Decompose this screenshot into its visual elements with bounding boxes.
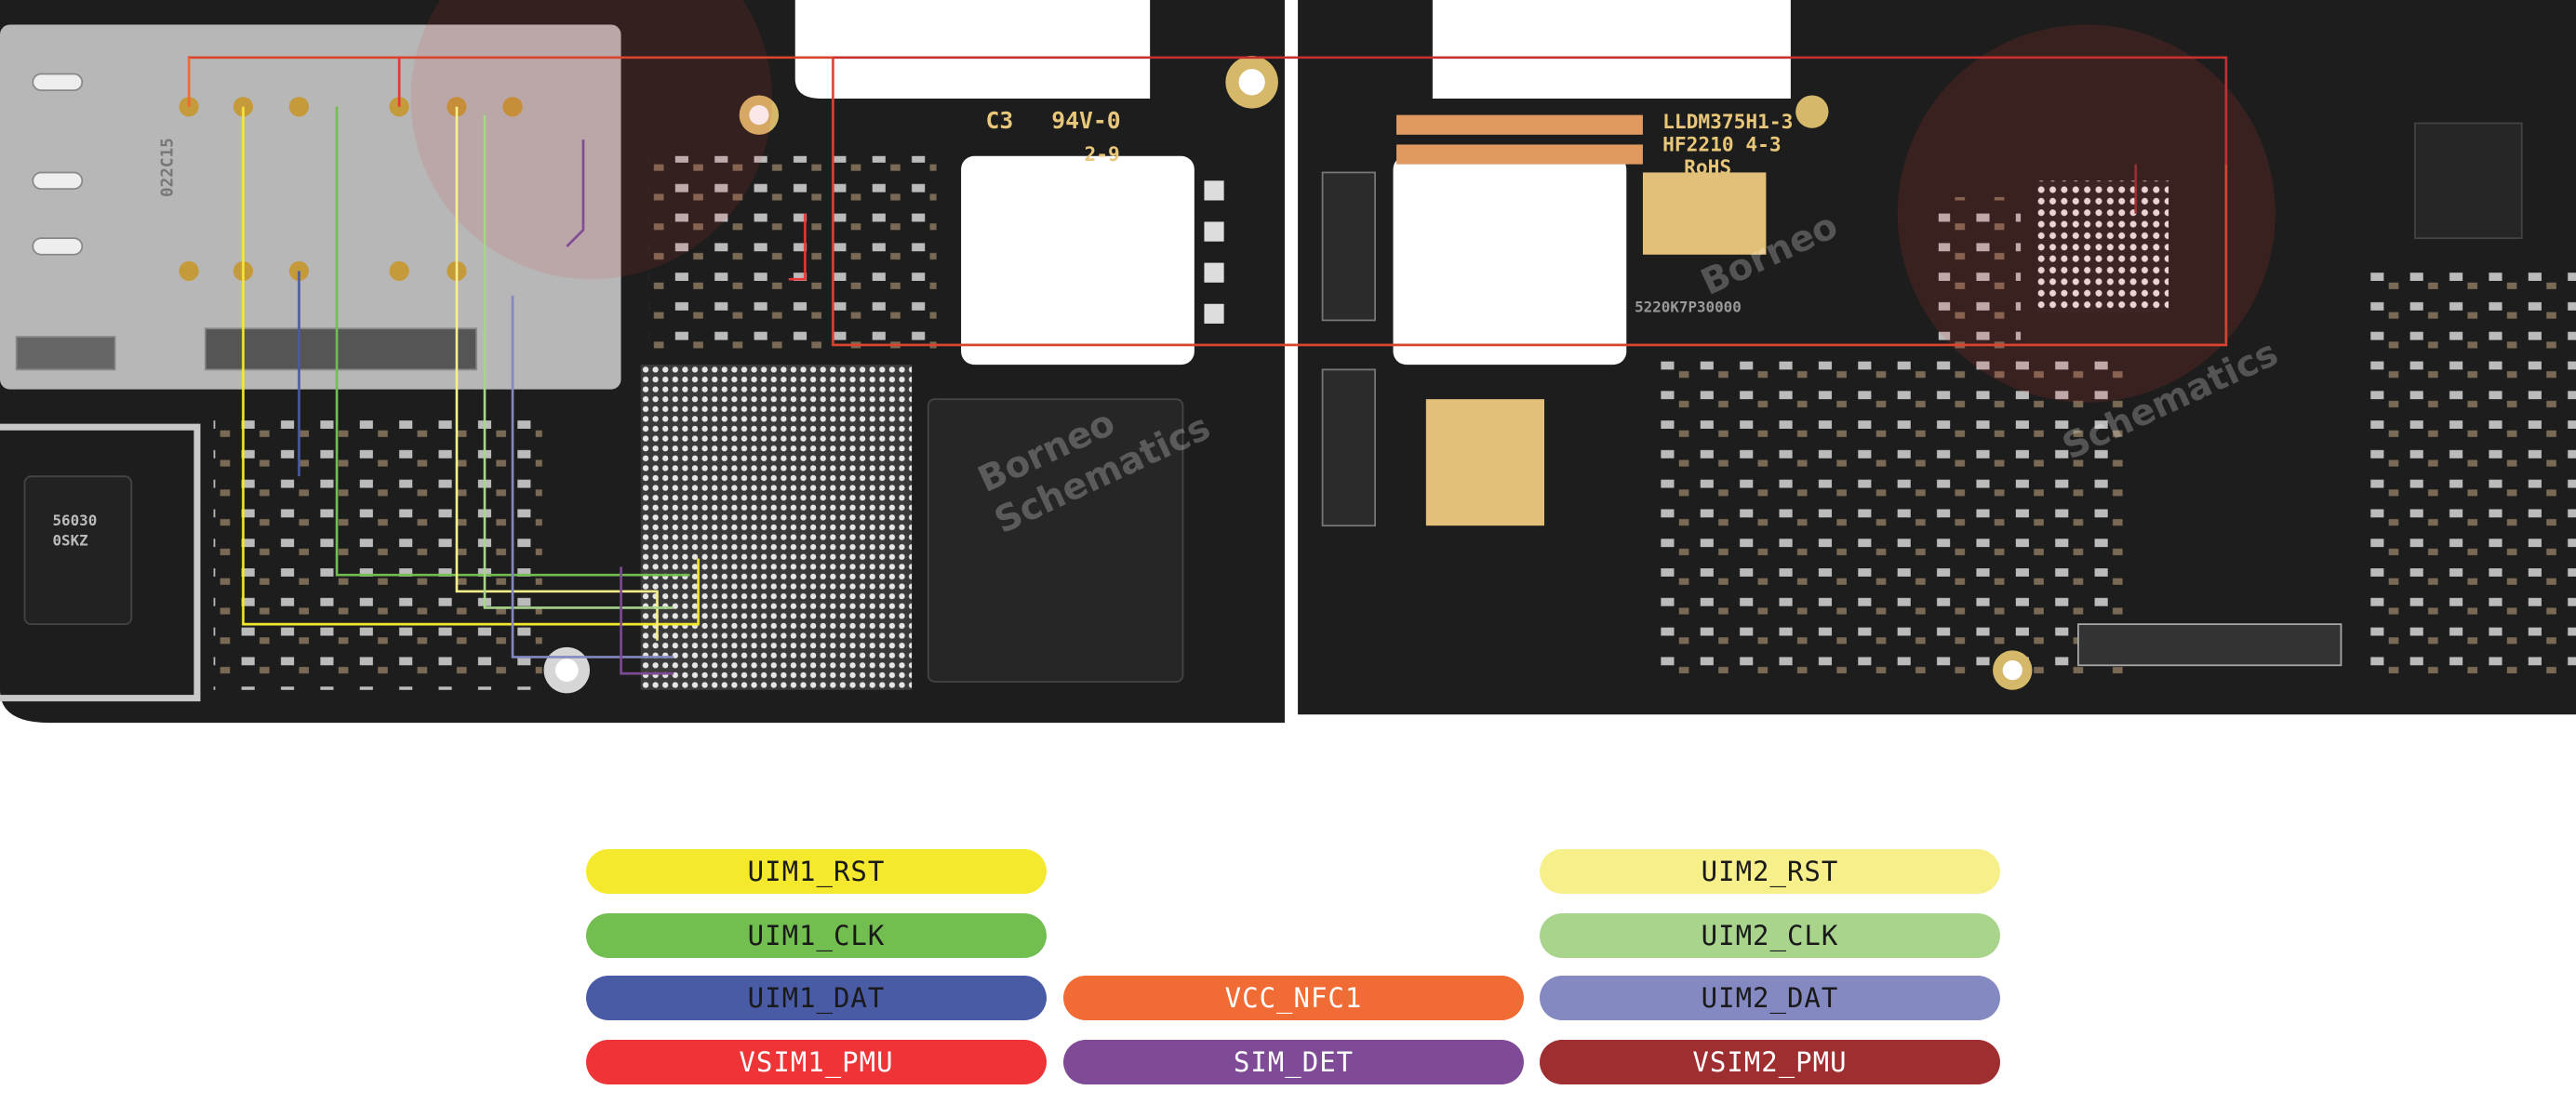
legend-vsim2-pmu: VSIM2_PMU [1540,1040,2000,1084]
legend-label: UIM2_RST [1701,856,1839,887]
legend-uim2-dat: UIM2_DAT [1540,976,2000,1020]
legend-uim2-clk: UIM2_CLK [1540,913,2000,958]
silk-tray: 022C15 [158,138,177,197]
silk-lldm: LLDM375H1-3 [1662,110,1793,133]
right-board: LLDM375H1-3 HF2210 4-3 RoHS 5220K7P30000 [1298,0,2576,715]
trace-sim-det [566,140,585,247]
legend-label: UIM1_RST [747,856,886,887]
chip-label-line1: 56030 [53,512,98,529]
left-board: 56030 0SKZ C3 94V-0 2-9 022C15 [0,0,1285,724]
trace-uim1-clk [335,106,690,577]
legend-label: VSIM2_PMU [1692,1046,1848,1078]
cpu-bga [640,365,913,690]
legend-label: UIM2_DAT [1701,982,1839,1014]
legend-uim2-rst: UIM2_RST [1540,849,2000,894]
legend-vcc-nfc1: VCC_NFC1 [1063,976,1524,1020]
signal-traces [187,56,2228,675]
sim-tray [0,24,621,390]
trace-uim1-rst [242,106,700,626]
silk-hf: HF2210 4-3 [1662,132,1782,155]
silk-part: 5220K7P30000 [1635,299,1742,316]
silk-94v0: 94V-0 [1051,107,1120,134]
legend-label: VSIM1_PMU [739,1046,894,1078]
legend-label: UIM1_CLK [747,920,886,951]
trace-uim2-clk [483,114,674,609]
silk-date: 2-9 [1085,142,1120,166]
silk-c3: C3 [986,107,1014,134]
legend-uim1-rst: UIM1_RST [586,849,1047,894]
legend-vsim1-pmu: VSIM1_PMU [586,1040,1047,1084]
legend-label: VCC_NFC1 [1224,982,1363,1014]
chip-label-line2: 0SKZ [53,531,88,549]
legend-label: SIM_DET [1233,1046,1355,1078]
legend-sim-det: SIM_DET [1063,1040,1524,1084]
legend-label: UIM1_DAT [747,982,886,1014]
trace-uim2-rst [455,106,659,641]
legend-uim1-clk: UIM1_CLK [586,913,1047,958]
legend-uim1-dat: UIM1_DAT [586,976,1047,1020]
legend-label: UIM2_CLK [1701,920,1839,951]
